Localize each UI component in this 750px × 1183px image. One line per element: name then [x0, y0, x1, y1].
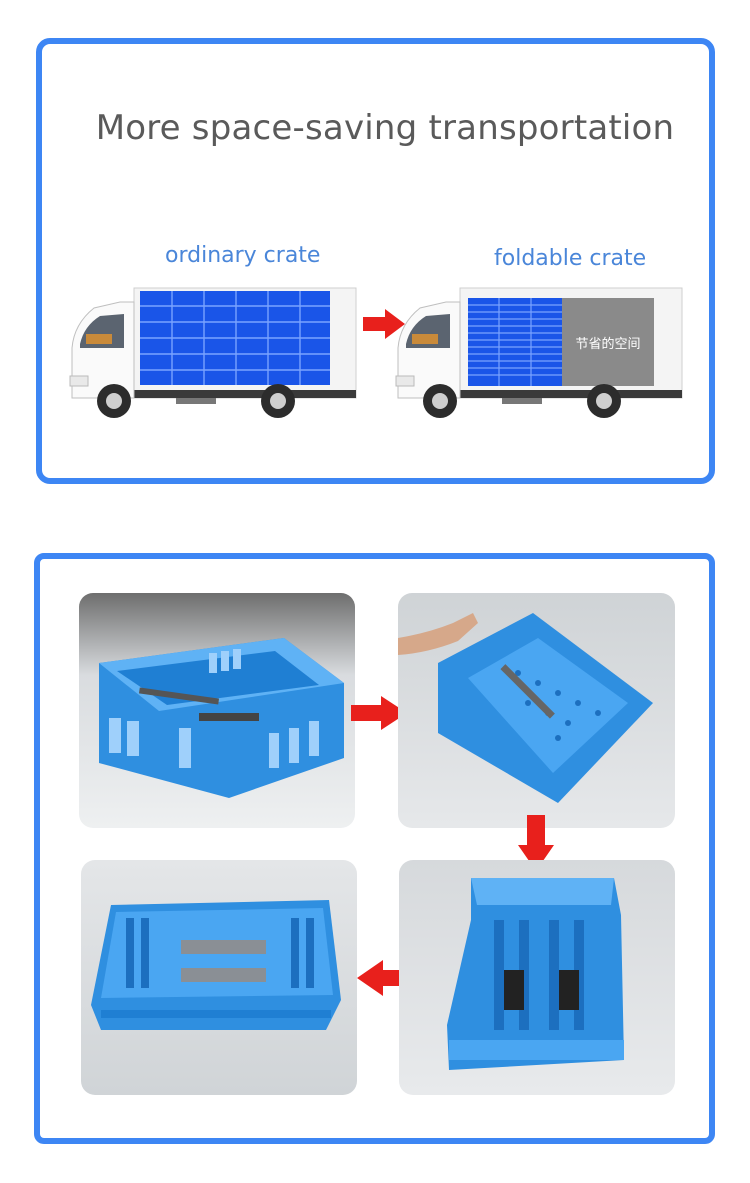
transport-comparison-panel — [36, 38, 715, 484]
page-title: More space-saving transportation — [95, 108, 675, 148]
saved-space-label: 节省的空间 — [575, 337, 641, 352]
foldable-crate-label: foldable crate — [494, 246, 647, 271]
down-arrow-icon — [518, 815, 554, 871]
ordinary-crate-stack — [140, 291, 330, 385]
crate-folded-photo — [81, 860, 357, 1095]
right-arrow-icon — [363, 309, 405, 339]
ordinary-truck-illustration — [69, 287, 357, 418]
left-arrow-icon — [357, 960, 411, 996]
ordinary-crate-label: ordinary crate — [165, 243, 321, 268]
right-arrow-icon — [351, 696, 407, 730]
foldable-truck-illustration — [395, 287, 683, 418]
foldable-crate-stack — [468, 298, 562, 386]
crate-folding-sides-photo — [398, 593, 675, 828]
crate-sides-folded-photo — [399, 860, 675, 1095]
saved-space-area — [562, 298, 654, 386]
crate-open-photo — [79, 593, 355, 828]
